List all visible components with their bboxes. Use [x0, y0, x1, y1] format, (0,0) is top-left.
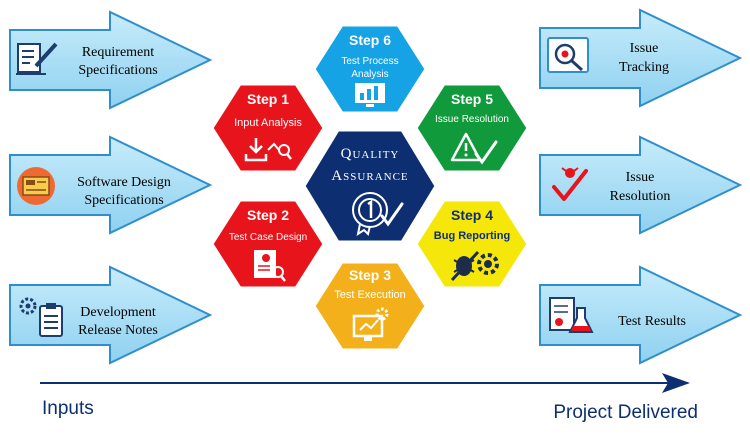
clipboard-gear-icon: [19, 297, 63, 337]
step-1-number: Step 1: [247, 91, 289, 107]
step-4-number: Step 4: [451, 207, 493, 223]
step-2-label: Test Case Design: [229, 232, 307, 243]
qa-line2: Assurance: [331, 168, 408, 184]
output-3-line1: Test Results: [618, 314, 686, 329]
step-4-hexagon: Step 4 Bug Reporting: [414, 198, 530, 290]
step-1-label: Input Analysis: [234, 117, 302, 129]
step-5-number: Step 5: [451, 91, 493, 107]
step-3-label: Test Execution: [334, 289, 406, 301]
input-1-line2: Specifications: [78, 63, 157, 78]
project-delivered-label: Project Delivered: [553, 402, 698, 423]
output-arrow-issue-resolution: Issue Resolution: [539, 135, 743, 235]
qa-line1: Quality: [341, 146, 400, 162]
step-6-hexagon: Step 6 Test Process Analysis: [312, 23, 428, 115]
step-6-label-line1: Test Process: [341, 56, 398, 67]
inputs-label: Inputs: [42, 398, 94, 419]
input-1-line1: Requirement: [82, 45, 154, 60]
document-pen-icon: [16, 42, 58, 75]
bug-check-icon: [552, 167, 588, 201]
output-1-line1: Issue: [630, 41, 659, 56]
input-analysis-icon: [244, 138, 292, 162]
award-badge-icon: [352, 192, 404, 237]
input-3-line2: Release Notes: [78, 323, 158, 338]
monitor-gear-icon: [352, 307, 389, 341]
step-4-label: Bug Reporting: [434, 230, 510, 242]
design-screen-icon: [17, 167, 55, 205]
input-arrow-requirement: Requirement Specifications: [9, 10, 213, 110]
certificate-flask-icon: [549, 297, 594, 333]
step-1-hexagon: Step 1 Input Analysis: [210, 82, 326, 174]
step-2-hexagon: Step 2 Test Case Design: [210, 198, 326, 290]
step-5-hexagon: Step 5 Issue Resolution: [414, 82, 530, 174]
output-2-line2: Resolution: [610, 189, 671, 204]
input-arrow-release-notes: Development Release Notes: [9, 265, 213, 365]
step-2-number: Step 2: [247, 207, 289, 223]
output-2-line1: Issue: [626, 170, 655, 185]
input-3-line1: Development: [80, 305, 156, 320]
step-5-label: Issue Resolution: [435, 114, 509, 125]
step-3-hexagon: Step 3 Test Execution: [312, 260, 428, 352]
output-1-line2: Tracking: [619, 60, 669, 75]
input-2-line2: Specifications: [84, 193, 163, 208]
document-search-icon: [254, 250, 286, 282]
monitor-chart-icon: [355, 83, 385, 107]
bug-search-icon: [547, 37, 589, 73]
quality-assurance-hexagon: Quality Assurance: [302, 128, 438, 244]
input-2-line1: Software Design: [77, 175, 171, 190]
output-arrow-issue-tracking: Issue Tracking: [539, 8, 743, 108]
step-3-number: Step 3: [349, 267, 391, 283]
input-arrow-software-design: Software Design Specifications: [9, 135, 213, 235]
timeline-arrow: [40, 373, 690, 393]
step-6-number: Step 6: [349, 32, 391, 48]
bug-gear-icon: [450, 250, 499, 282]
output-arrow-test-results: Test Results: [539, 265, 743, 365]
warning-check-icon: [450, 132, 498, 165]
step-6-label-line2: Analysis: [351, 69, 388, 80]
